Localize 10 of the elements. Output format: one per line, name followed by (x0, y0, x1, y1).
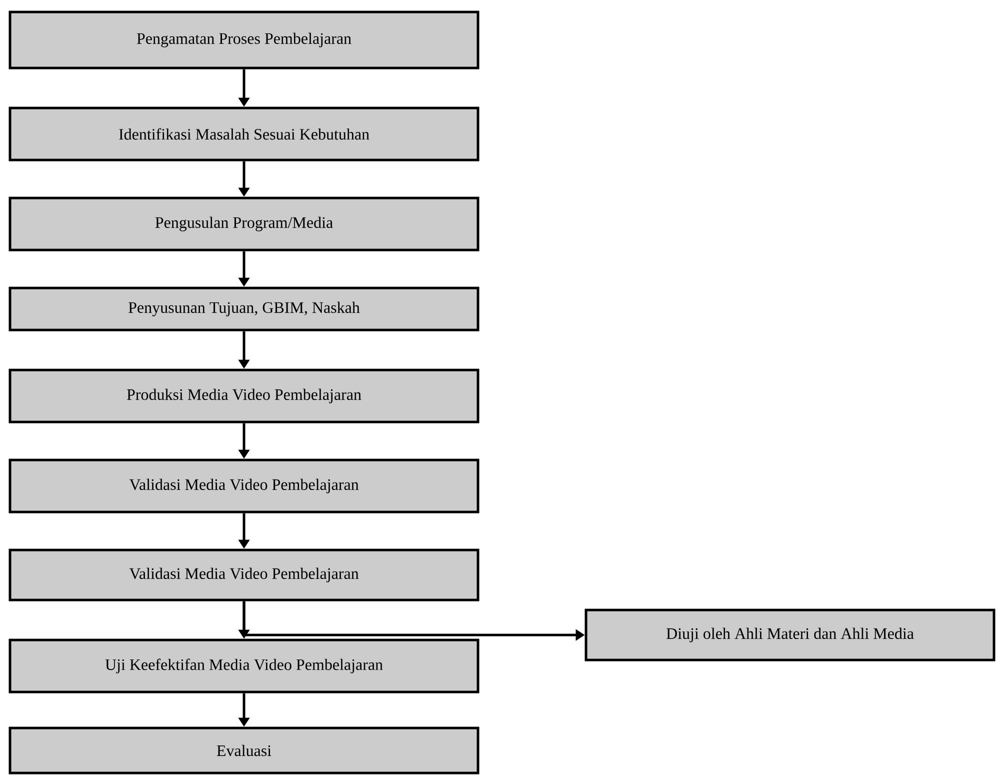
process-box: Validasi Media Video Pembelajaran (8, 458, 480, 514)
process-box: Produksi Media Video Pembelajaran (8, 368, 480, 424)
process-box: Diuji oleh Ahli Materi dan Ahli Media (584, 608, 996, 662)
process-box: Penyusunan Tujuan, GBIM, Naskah (8, 286, 480, 332)
process-box: Pengamatan Proses Pembelajaran (8, 10, 480, 70)
process-box: Uji Keefektifan Media Video Pembelajaran (8, 638, 480, 694)
process-box: Identifikasi Masalah Sesuai Kebutuhan (8, 106, 480, 162)
process-box: Pengusulan Program/Media (8, 196, 480, 252)
process-box: Evaluasi (8, 726, 480, 774)
process-box: Validasi Media Video Pembelajaran (8, 548, 480, 602)
